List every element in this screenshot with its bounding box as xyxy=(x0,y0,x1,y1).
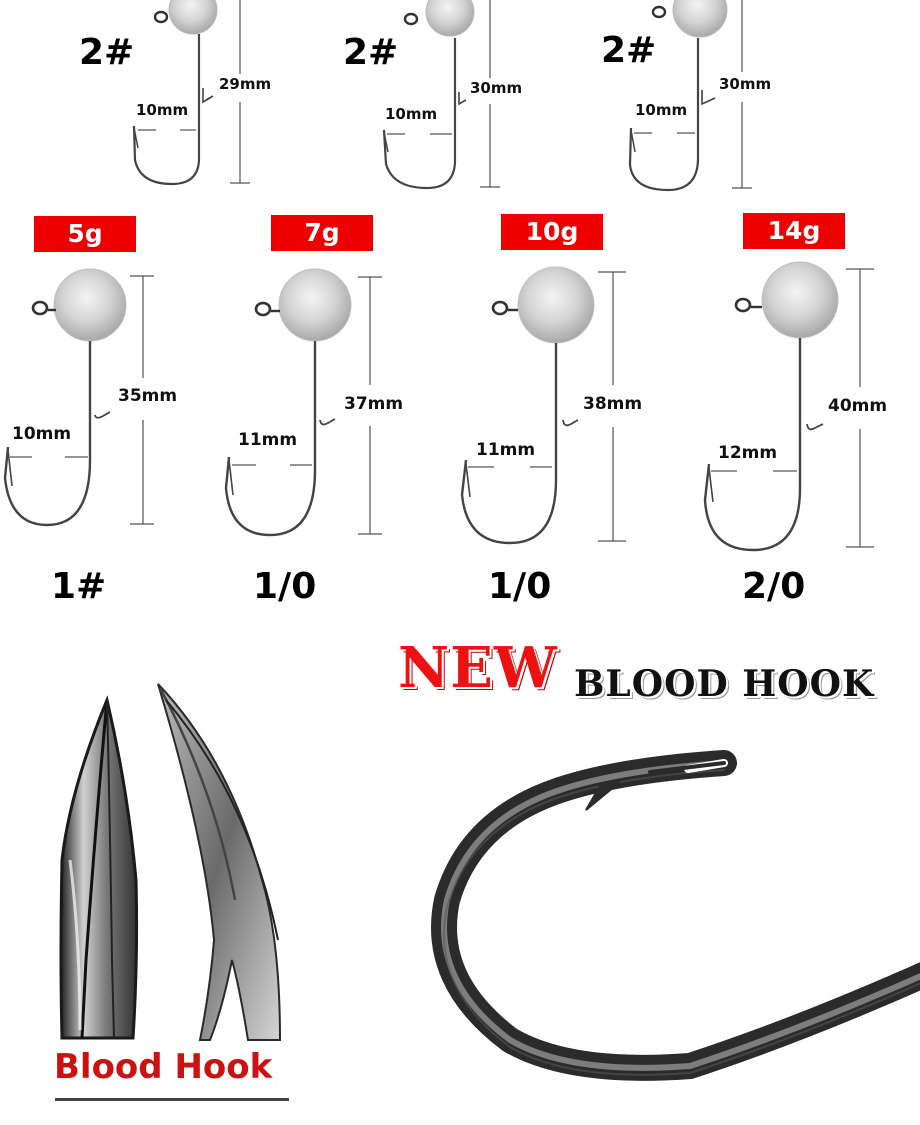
weight-badge: 10g xyxy=(501,214,603,250)
weight-badge: 14g xyxy=(743,213,845,249)
shank-length-label: 30mm xyxy=(470,79,523,97)
gap-width-label: 12mm xyxy=(718,443,778,463)
caption-underline xyxy=(55,1098,289,1101)
gap-width-label: 11mm xyxy=(238,430,298,450)
hook-point-side-view xyxy=(157,683,282,1041)
gap-width-label: 10mm xyxy=(12,424,72,444)
hook-size-label: 1# xyxy=(51,566,107,607)
shank-length-label: 38mm xyxy=(583,394,643,414)
hook-size-label: 1/0 xyxy=(253,566,317,607)
headline-new: NEW xyxy=(398,635,558,701)
jig-hook-top-2 xyxy=(382,0,500,190)
jig-hook-5g xyxy=(3,268,154,527)
gap-width-label: 10mm xyxy=(385,105,438,123)
hook-size-label: 2/0 xyxy=(742,566,806,607)
shank-length-label: 35mm xyxy=(118,386,178,406)
hook-size-label: 1/0 xyxy=(488,566,552,607)
shank-length-label: 30mm xyxy=(719,75,772,93)
jig-hook-14g xyxy=(703,261,874,552)
hook-point-front-view xyxy=(59,695,139,1040)
weight-badge: 7g xyxy=(271,215,373,251)
jig-hook-top-1 xyxy=(132,0,250,186)
jig-hook-top-3 xyxy=(628,0,752,192)
gap-width-label: 10mm xyxy=(136,101,189,119)
weight-badge: 5g xyxy=(34,216,136,252)
jig-hook-10g xyxy=(460,266,626,545)
blood-hook-caption: Blood Hook xyxy=(54,1047,273,1087)
gap-width-label: 11mm xyxy=(476,440,536,460)
hook-size-label: 2# xyxy=(79,32,135,73)
gap-width-label: 10mm xyxy=(635,101,688,119)
headline-blood-hook: BLOOD HOOK xyxy=(574,663,875,705)
jig-hook-7g xyxy=(224,268,382,537)
hook-size-label: 2# xyxy=(343,32,399,73)
large-blood-hook xyxy=(431,750,920,1081)
shank-length-label: 37mm xyxy=(344,394,404,414)
shank-length-label: 40mm xyxy=(828,396,888,416)
hook-size-label: 2# xyxy=(601,30,657,71)
shank-length-label: 29mm xyxy=(219,75,272,93)
